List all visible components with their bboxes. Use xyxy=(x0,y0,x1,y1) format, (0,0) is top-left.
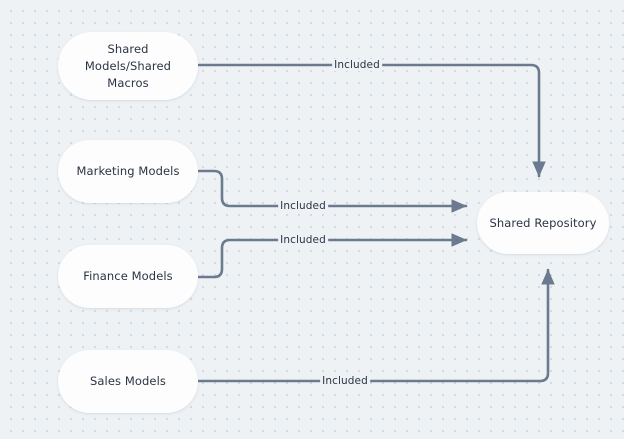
node-sales-models[interactable]: Sales Models xyxy=(58,350,198,413)
edge-path-sales-models xyxy=(197,268,555,383)
edge-label-marketing-models: Included xyxy=(278,200,328,212)
edge-label-finance-models: Included xyxy=(278,234,328,246)
edge-path-finance-models xyxy=(197,233,468,279)
edge-path-shared-models xyxy=(197,63,546,178)
node-shared-repository[interactable]: Shared Repository xyxy=(477,192,609,254)
node-finance-models-label: Finance Models xyxy=(83,269,173,283)
node-marketing-models-label: Marketing Models xyxy=(76,164,180,178)
node-shared-repository-label: Shared Repository xyxy=(489,215,597,230)
edge-label-shared-models: Included xyxy=(332,59,382,71)
node-marketing-models[interactable]: Marketing Models xyxy=(58,140,198,203)
node-shared-models-label: Shared Models/Shared Macros xyxy=(84,41,172,90)
node-finance-models[interactable]: Finance Models xyxy=(58,245,198,308)
node-shared-models[interactable]: Shared Models/Shared Macros xyxy=(58,32,198,100)
node-sales-models-label: Sales Models xyxy=(90,374,166,388)
edge-label-sales-models: Included xyxy=(320,375,370,387)
edge-path-marketing-models xyxy=(197,169,468,213)
